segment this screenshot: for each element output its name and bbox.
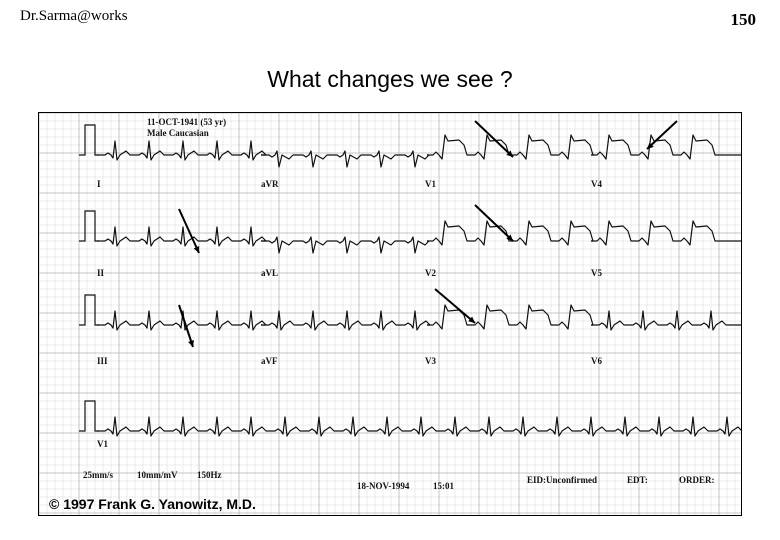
arrow-line xyxy=(178,208,200,254)
record-date: 18-NOV-1994 xyxy=(357,481,410,491)
lead-label-rhythm: V1 xyxy=(97,439,108,449)
lead-trace xyxy=(427,304,594,330)
arrow-head xyxy=(506,234,513,241)
lead-trace xyxy=(97,226,267,247)
lead-label-v2: V2 xyxy=(425,268,436,278)
lead-trace xyxy=(261,150,430,168)
author-label: Dr.Sarma@works xyxy=(20,8,128,24)
lead-trace xyxy=(97,310,267,331)
lead-label-iii: III xyxy=(97,356,108,366)
lead-trace xyxy=(427,134,594,160)
arrow-head xyxy=(193,246,200,253)
calibration-pulse xyxy=(79,124,99,156)
lead-label-v1: V1 xyxy=(425,179,436,189)
slide-number: 150 xyxy=(730,10,757,29)
arrow-line xyxy=(178,304,194,348)
arrow-line xyxy=(434,288,476,324)
status-edt: EDT: xyxy=(627,475,648,485)
lead-label-v5: V5 xyxy=(591,268,602,278)
arrow-line xyxy=(474,204,514,242)
copyright-notice: © 1997 Frank G. Yanowitz, M.D. xyxy=(49,496,256,512)
arrow-head xyxy=(647,142,654,149)
lead-trace xyxy=(261,236,430,254)
lead-trace xyxy=(591,310,741,331)
ecg-grid-minor xyxy=(39,113,741,515)
calibration-pulse xyxy=(79,400,99,432)
arrow-head xyxy=(506,150,513,157)
arrow-head xyxy=(468,316,475,323)
gain: 10mm/mV xyxy=(137,470,178,480)
ecg-grid-major xyxy=(39,113,741,515)
status-order: ORDER: xyxy=(679,475,715,485)
rhythm-strip-trace xyxy=(97,416,741,437)
patient-info: Male Caucasian xyxy=(147,128,209,138)
paper-speed: 25mm/s xyxy=(83,470,113,480)
slide-title: What changes we see ? xyxy=(267,66,513,92)
record-time: 15:01 xyxy=(433,481,454,491)
lead-trace xyxy=(261,310,431,331)
lead-label-i: I xyxy=(97,179,101,189)
lead-label-avr: aVR xyxy=(261,179,279,189)
ecg-tracing xyxy=(39,113,741,515)
status-eid: EID:Unconfirmed xyxy=(527,475,597,485)
patient-dob: 11-OCT-1941 (53 yr) xyxy=(147,117,227,127)
arrow-line xyxy=(646,120,678,150)
arrow-head xyxy=(188,340,194,347)
lead-label-v6: V6 xyxy=(591,356,602,366)
lead-trace xyxy=(591,220,741,246)
filter: 150Hz xyxy=(197,470,222,480)
lead-trace xyxy=(97,140,267,161)
lead-label-avl: aVL xyxy=(261,268,279,278)
lead-trace xyxy=(591,134,741,160)
calibration-pulse xyxy=(79,210,99,242)
lead-label-ii: II xyxy=(97,268,105,278)
lead-label-v4: V4 xyxy=(591,179,602,189)
arrow-line xyxy=(474,120,514,158)
lead-label-v3: V3 xyxy=(425,356,436,366)
calibration-pulse xyxy=(79,294,99,326)
ecg-image: 11-OCT-1941 (53 yr) Male Caucasian I aVR… xyxy=(38,112,742,516)
lead-label-avf: aVF xyxy=(261,356,278,366)
